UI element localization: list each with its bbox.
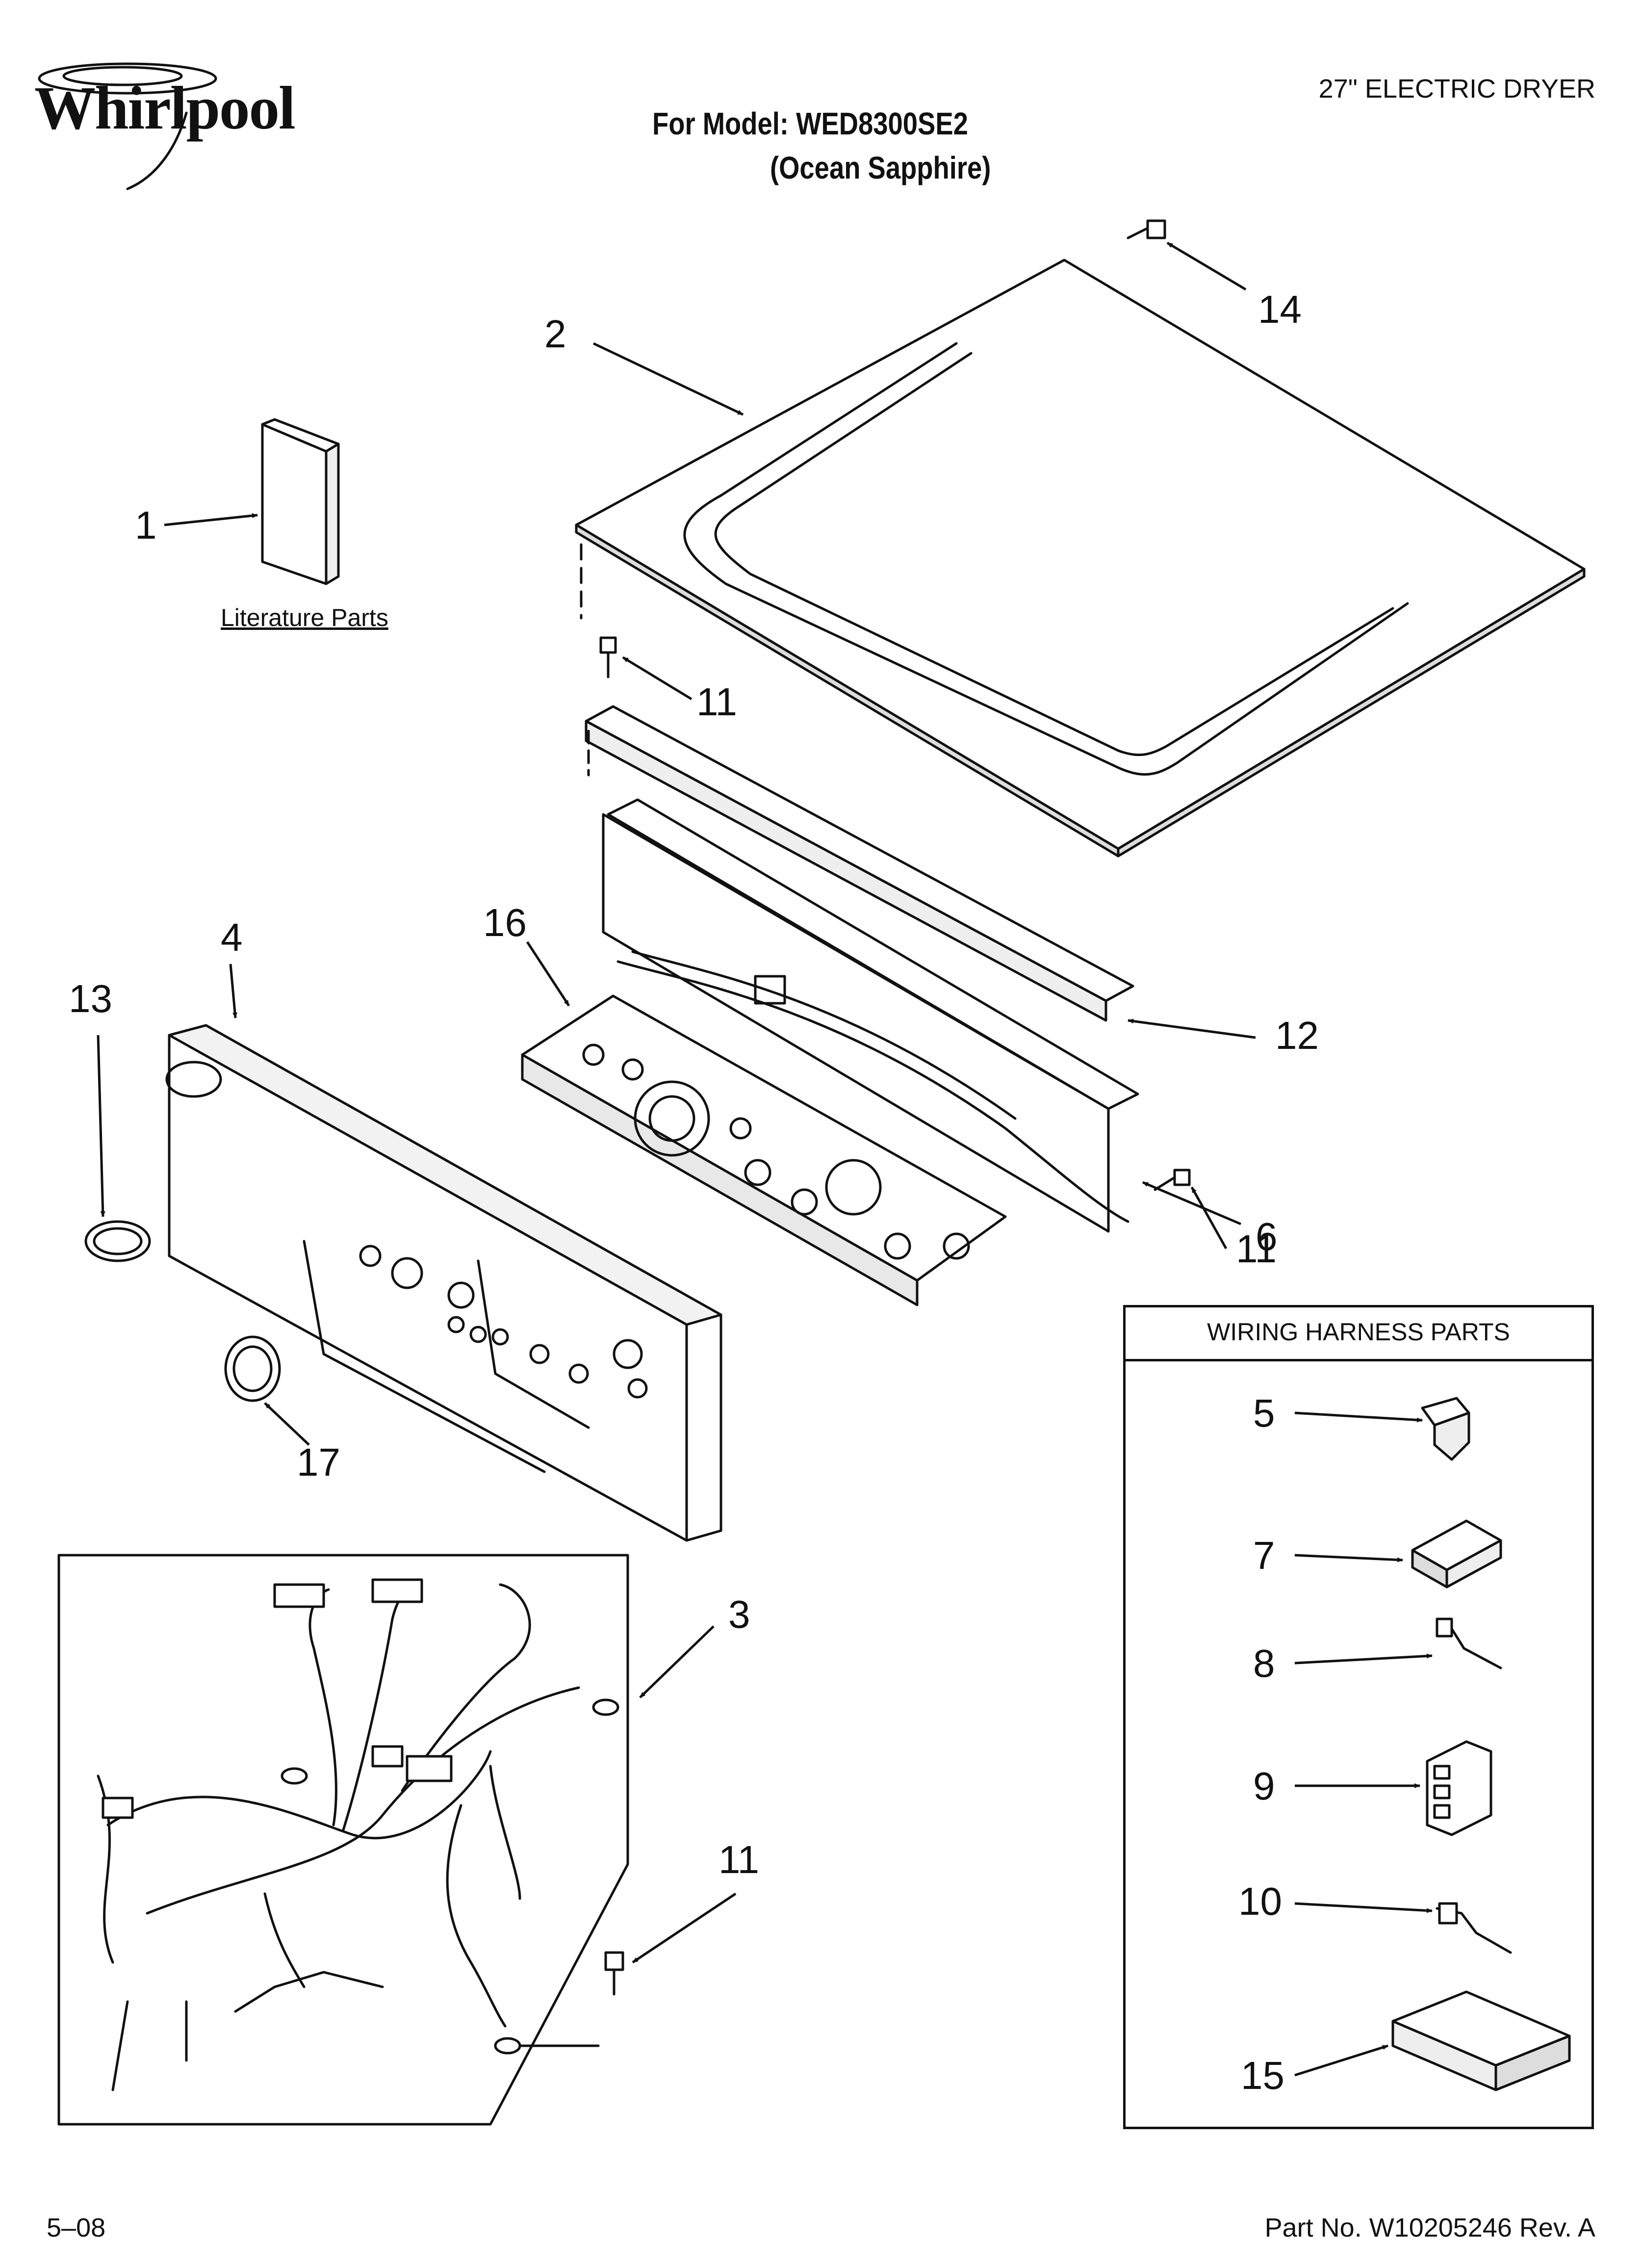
callout-2: 2 bbox=[544, 312, 566, 356]
electronic-control-board bbox=[521, 994, 1007, 1306]
model-color: (Ocean Sapphire) bbox=[770, 150, 991, 185]
callout-12: 12 bbox=[1275, 1014, 1319, 1057]
callout-16: 16 bbox=[483, 901, 527, 944]
callout-6: 6 bbox=[1256, 1215, 1278, 1258]
literature-booklet bbox=[261, 418, 340, 585]
callout-3: 3 bbox=[728, 1592, 750, 1636]
revision-date: 5–08 bbox=[47, 2213, 106, 2242]
whirlpool-logo: Whirlpool bbox=[34, 75, 296, 142]
callout-13: 13 bbox=[69, 977, 112, 1020]
screw-part-11-right bbox=[1154, 1169, 1191, 1191]
harness-part-8-icon bbox=[1436, 1617, 1502, 1669]
callout-10: 10 bbox=[1238, 1879, 1282, 1923]
wiring-harness-parts-title: WIRING HARNESS PARTS bbox=[1123, 1305, 1594, 1361]
harness-part-9-icon bbox=[1426, 1740, 1492, 1836]
model-number: For Model: WED8300SE2 bbox=[652, 106, 968, 141]
screw-part-11-top bbox=[599, 636, 617, 678]
logo-swoosh-icon bbox=[38, 62, 217, 190]
literature-parts-label: Literature Parts bbox=[221, 604, 388, 631]
knob bbox=[224, 1335, 281, 1402]
console-support-bracket bbox=[585, 705, 1139, 1233]
harness-part-15-icon bbox=[1391, 1990, 1571, 2091]
callout-17: 17 bbox=[297, 1440, 340, 1484]
callout-15: 15 bbox=[1241, 2054, 1284, 2097]
wiring-harness-parts-box bbox=[1123, 1305, 1594, 2129]
harness-part-5-icon bbox=[1421, 1397, 1470, 1461]
leader-lines bbox=[97, 241, 1433, 2077]
callout-14: 14 bbox=[1258, 287, 1302, 331]
part-number: Part No. W10205246 Rev. A bbox=[1264, 2213, 1595, 2242]
harness-part-10-icon bbox=[1436, 1902, 1512, 1954]
console-panel bbox=[165, 1024, 722, 1542]
callout-11-harness: 11 bbox=[718, 1838, 760, 1881]
wiring-harness-panel bbox=[57, 1554, 629, 2126]
callout-8: 8 bbox=[1253, 1642, 1275, 1685]
screw-part-14 bbox=[1127, 219, 1166, 239]
callout-4: 4 bbox=[221, 915, 243, 959]
callout-11-right: 11 bbox=[1236, 1227, 1277, 1271]
screw-part-11-harness bbox=[604, 1951, 624, 1996]
callout-9: 9 bbox=[1253, 1764, 1275, 1808]
callout-5: 5 bbox=[1253, 1391, 1275, 1435]
callout-1: 1 bbox=[135, 503, 157, 547]
top-panel bbox=[575, 259, 1586, 858]
callout-7: 7 bbox=[1253, 1534, 1275, 1577]
harness-part-7-icon bbox=[1411, 1519, 1502, 1589]
callout-11-top: 11 bbox=[696, 680, 738, 724]
product-type: 27" ELECTRIC DRYER bbox=[1318, 74, 1595, 104]
badge bbox=[84, 1220, 151, 1262]
